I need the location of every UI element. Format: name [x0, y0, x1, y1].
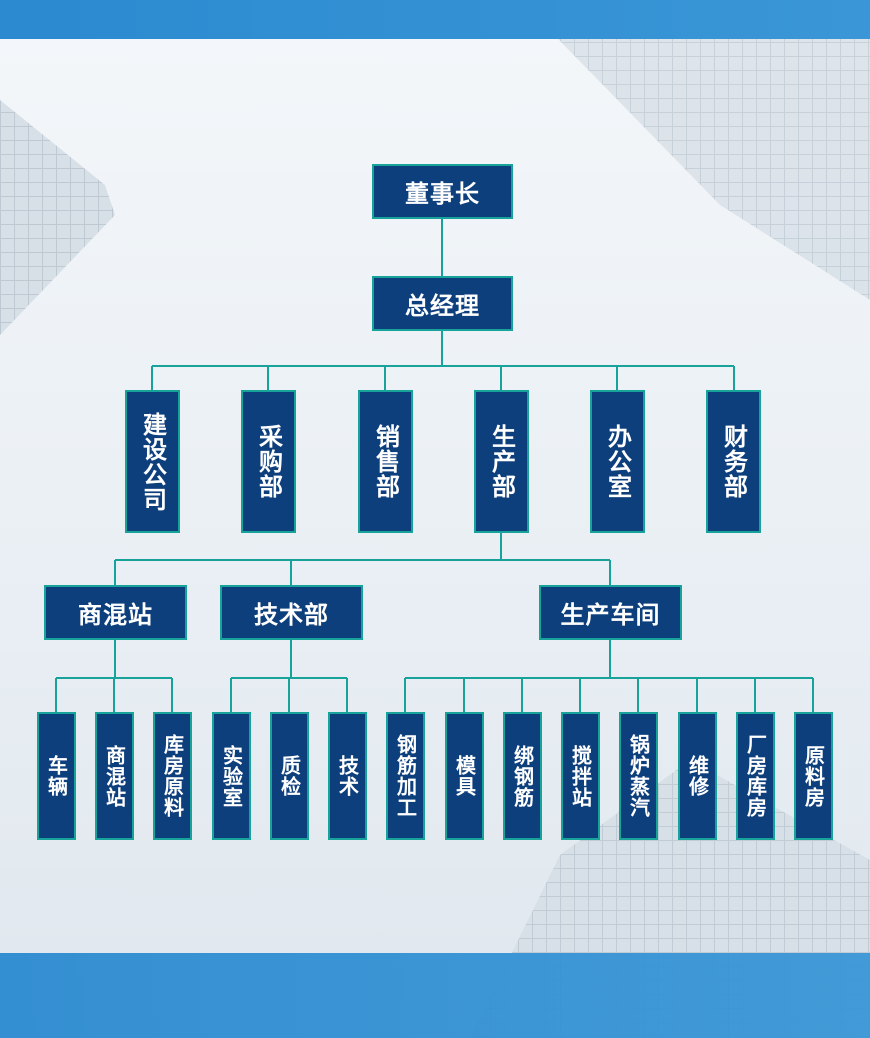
node-label: 搅拌站	[568, 744, 593, 808]
node-label: 办公室	[603, 424, 632, 499]
node-finance: 财务部	[706, 390, 761, 533]
node-label: 原料房	[801, 744, 826, 808]
node-label: 商混站	[102, 744, 127, 808]
node-raw-material-room: 原料房	[794, 712, 833, 840]
node-label: 维修	[685, 755, 710, 797]
node-label: 生产车间	[560, 601, 661, 629]
node-label: 建设公司	[138, 411, 167, 512]
node-label: 董事长	[405, 180, 480, 208]
node-warehouse-materials: 库房原料	[153, 712, 192, 840]
node-label: 锅炉蒸汽	[626, 734, 651, 818]
node-label: 生产部	[487, 424, 516, 499]
node-label: 钢筋加工	[393, 734, 418, 818]
node-label: 模具	[452, 755, 477, 797]
node-label: 总经理	[405, 292, 480, 320]
node-laboratory: 实验室	[212, 712, 251, 840]
node-quality-inspection: 质检	[270, 712, 309, 840]
top-band	[0, 0, 870, 39]
node-plant-warehouse: 厂房库房	[736, 712, 775, 840]
node-mixing-station: 搅拌站	[561, 712, 600, 840]
node-maintenance: 维修	[678, 712, 717, 840]
node-technical-dept: 技术部	[220, 585, 363, 640]
node-concrete-station: 商混站	[44, 585, 187, 640]
node-production: 生产部	[474, 390, 529, 533]
node-vehicles: 车辆	[37, 712, 76, 840]
node-label: 采购部	[254, 424, 283, 499]
node-rebar-processing: 钢筋加工	[386, 712, 425, 840]
node-sales: 销售部	[358, 390, 413, 533]
bottom-band	[0, 953, 870, 1038]
node-label: 商混站	[78, 601, 153, 629]
node-label: 财务部	[719, 424, 748, 499]
building-top-right	[520, 0, 870, 300]
node-office: 办公室	[590, 390, 645, 533]
node-label: 绑钢筋	[510, 744, 535, 808]
node-label: 库房原料	[160, 734, 185, 818]
node-label: 厂房库房	[743, 734, 768, 818]
node-boiler-steam: 锅炉蒸汽	[619, 712, 658, 840]
node-label: 车辆	[44, 755, 69, 797]
node-label: 实验室	[219, 744, 244, 808]
node-construction-company: 建设公司	[125, 390, 180, 533]
node-label: 质检	[277, 755, 302, 797]
node-concrete-station-sub: 商混站	[95, 712, 134, 840]
node-procurement: 采购部	[241, 390, 296, 533]
node-production-workshop: 生产车间	[539, 585, 682, 640]
node-label: 技术	[335, 755, 360, 797]
node-label: 销售部	[371, 424, 400, 499]
node-rebar-binding: 绑钢筋	[503, 712, 542, 840]
node-technology: 技术	[328, 712, 367, 840]
node-molds: 模具	[445, 712, 484, 840]
building-left	[0, 100, 115, 335]
node-general-manager: 总经理	[372, 276, 513, 331]
node-chairman: 董事长	[372, 164, 513, 219]
node-label: 技术部	[254, 601, 329, 629]
